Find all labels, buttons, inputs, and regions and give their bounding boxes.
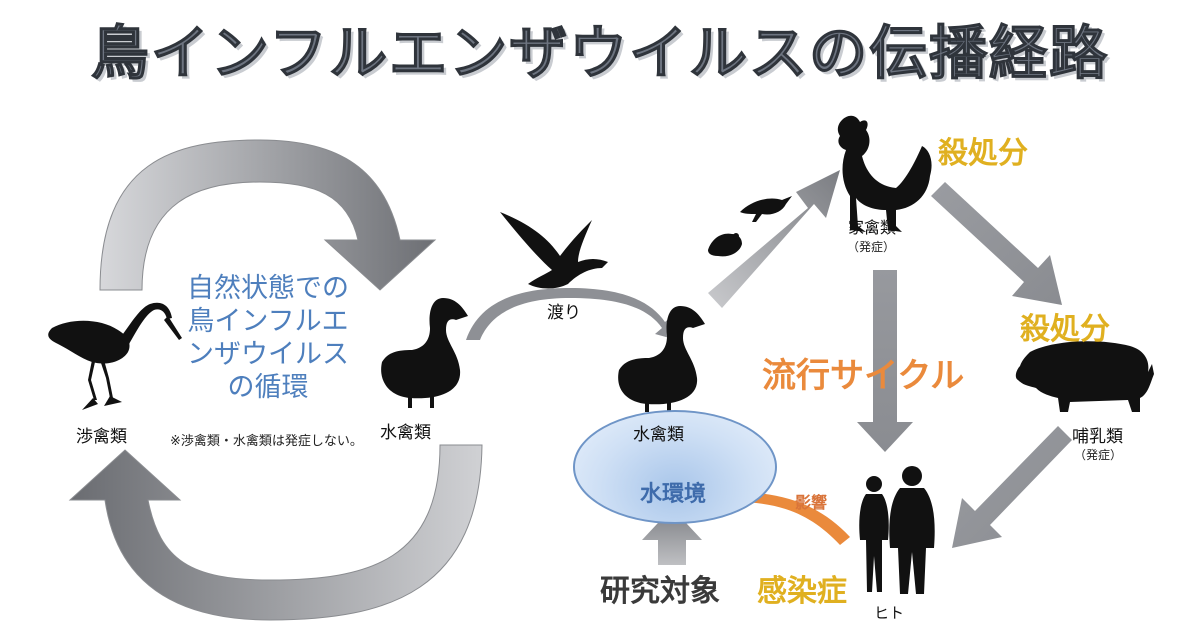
arrow-to-mammal [931,182,1062,305]
natural-cycle-line-2: 鳥インフルエ [187,306,349,337]
natural-cycle-line-3: ンザウイルス [187,339,349,370]
water-environment-ellipse [573,410,777,524]
epidemic-cycle-label: 流行サイクル [762,356,965,396]
poultry-label: 家禽類 [848,218,897,237]
page-title: 鳥インフルエンザウイルスの伝播経路 [90,18,1110,87]
cycle-arrow-top [99,139,437,291]
migration-arrow [466,288,677,340]
arrow-research-up [642,508,702,565]
culling-top-label: 殺処分 [938,136,1028,171]
rooster-icon [837,115,932,232]
natural-cycle-line-1: 自然状態での [187,273,349,304]
mammal-sub-label: （発症） [1074,448,1123,462]
influence-label: 影響 [795,493,828,512]
arrow-to-poultry [708,170,840,308]
natural-cycle-note: ※渉禽類・水禽類は発症しない。 [170,434,363,449]
duck-icon [381,298,468,408]
culling-right-label: 殺処分 [1020,312,1110,347]
waterfowl-center-label: 水禽類 [633,425,684,445]
infection-label: 感染症 [757,574,847,609]
poultry-sub-label: （発症） [847,240,896,254]
duck-icon-center [618,306,705,412]
water-environment-label: 水環境 [639,482,706,507]
migration-label: 渡り [547,303,581,323]
arrow-to-human-down [857,270,913,452]
mouse-icon [708,233,742,257]
arrow-mammal-to-human [952,426,1072,548]
pig-icon [1015,341,1154,412]
waterfowl-left-label: 水禽類 [380,423,431,443]
cycle-arrow-bottom [68,444,483,621]
natural-cycle-text: 自然状態での 鳥インフルエ ンザウイルス の循環 [168,272,368,404]
flying-goose-icon [500,212,608,289]
crow-icon [740,196,792,222]
wader-label: 渉禽類 [76,427,127,447]
mammal-label: 哺乳類 [1072,427,1123,447]
research-label: 研究対象 [600,574,720,609]
woman-icon [859,476,889,592]
human-label: ヒト [874,604,905,622]
natural-cycle-line-4: の循環 [227,372,309,403]
crane-icon [48,302,182,410]
man-icon [889,466,935,594]
